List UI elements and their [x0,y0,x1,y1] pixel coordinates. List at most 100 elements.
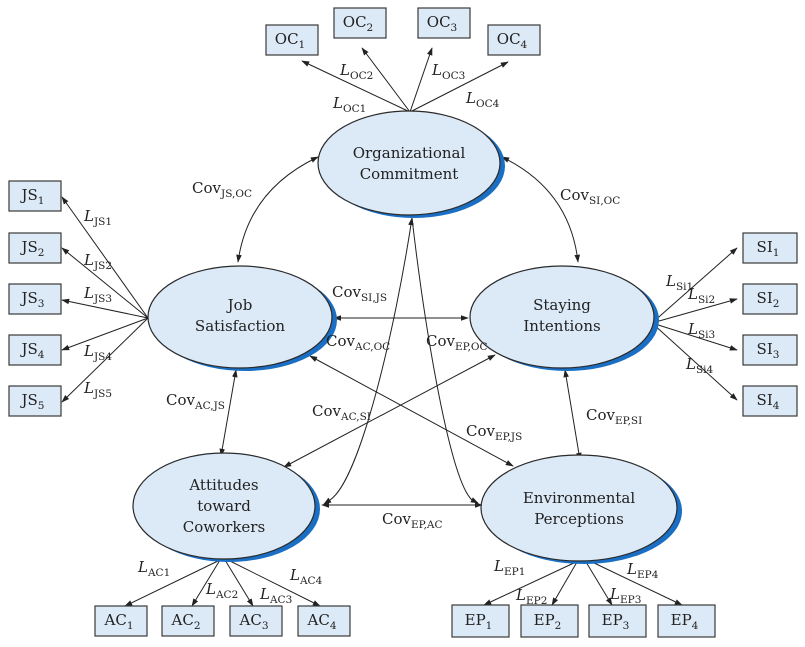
indicator-label-base: AC [307,611,330,629]
cov-arrow-ep-si[interactable] [563,369,582,461]
indicator-label: JS4 [20,340,45,361]
loading-label-js5: LJS5 [83,379,112,400]
indicator-ac4[interactable]: AC4 [297,605,351,637]
arrow-ac-ac2 [191,559,221,607]
indicator-box[interactable] [588,604,647,638]
loading-label-ac4-base: L [289,566,300,584]
covariance-arrows [219,156,582,508]
indicator-label-sub: 1 [486,620,493,632]
indicator-js5[interactable]: JS5 [8,385,62,417]
indicator-si2[interactable]: SI2 [742,283,798,315]
latent-oc-ellipse[interactable] [317,110,501,216]
indicator-oc3[interactable]: OC3 [417,7,471,39]
cov-label-ep-oc-base: Cov [426,332,456,350]
loading-label-si2-sub: Si2 [698,294,715,306]
loading-label-si1-base: L [665,272,676,290]
indicator-box[interactable] [8,283,62,315]
cov-arrow-ac-js[interactable] [219,369,238,457]
cov-label-ac-js-base: Cov [166,391,196,409]
cov-arrow-ep-oc[interactable] [411,217,479,504]
indicator-ac1[interactable]: AC1 [94,605,148,637]
indicator-si4[interactable]: SI4 [742,385,798,417]
cov-label-si-oc-sub: SI,OC [589,195,620,207]
latent-js-ellipse[interactable] [147,265,333,369]
indicator-box[interactable] [742,232,798,264]
latent-ep-ellipse[interactable] [480,454,678,562]
indicator-box[interactable] [333,7,387,39]
indicator-ac2[interactable]: AC2 [161,605,215,637]
cov-label-ep-si-base: Cov [586,406,616,424]
loading-label-ac1-base: L [137,558,148,576]
indicator-oc4[interactable]: OC4 [487,24,541,56]
indicator-box[interactable] [8,334,62,366]
indicator-label-base: EP [465,611,486,629]
loading-label-si3-sub: Si3 [698,329,715,341]
indicator-box[interactable] [229,605,283,637]
indicator-box[interactable] [742,334,798,366]
indicator-ep2[interactable]: EP2 [520,604,579,638]
loading-label-js2-base: L [83,251,94,269]
indicator-label-sub: 1 [299,39,306,51]
indicator-oc1[interactable]: OC1 [265,24,319,56]
indicator-ep4[interactable]: EP4 [657,604,716,638]
latent-js[interactable]: Job Satisfaction [147,265,337,371]
cov-label-ac-si: CovAC,SI [312,402,371,423]
arrow-si-si4 [651,322,738,401]
loading-label-oc3-base: L [431,61,442,79]
arrow-ac-ac1 [124,559,221,607]
indicator-box[interactable] [8,180,62,212]
indicator-box[interactable] [742,283,798,315]
latent-si[interactable]: Staying Intentions [469,265,659,371]
loading-label-ep4-sub: EP4 [637,569,659,581]
latent-js-label-2: Satisfaction [195,317,285,335]
indicator-label-base: OC [497,30,521,48]
indicator-label: AC3 [239,611,269,632]
loading-label-js1-base: L [83,207,94,225]
indicator-box[interactable] [297,605,351,637]
latent-ac[interactable]: Attitudes toward Coworkers [132,452,320,562]
indicator-ep3[interactable]: EP3 [588,604,647,638]
cov-label-ep-js-sub: EP,JS [495,431,522,443]
indicator-box[interactable] [8,232,62,264]
arrow-ac-ac3 [224,559,254,607]
latent-ac-ellipse[interactable] [132,452,316,560]
cov-arrow-ac-oc[interactable] [323,217,414,505]
indicator-label-sub: 5 [38,400,45,412]
indicator-js3[interactable]: JS3 [8,283,62,315]
indicator-si3[interactable]: SI3 [742,334,798,366]
indicator-label-sub: 4 [521,39,528,51]
indicator-oc2[interactable]: OC2 [333,7,387,39]
indicator-si1[interactable]: SI1 [742,232,798,264]
latent-ac-label-2: toward [197,497,251,515]
indicator-box[interactable] [742,385,798,417]
indicator-box[interactable] [161,605,215,637]
loading-label-js3-sub: JS3 [93,293,112,305]
indicator-label: EP4 [671,611,699,632]
cov-arrow-js-oc[interactable] [236,156,319,263]
indicator-box[interactable] [417,7,471,39]
indicator-js4[interactable]: JS4 [8,334,62,366]
cov-label-ep-js: CovEP,JS [466,422,522,443]
indicator-label: AC1 [104,611,134,632]
loading-label-ep3: LEP3 [609,585,641,606]
indicator-box[interactable] [487,24,541,56]
indicator-box[interactable] [520,604,579,638]
indicator-js1[interactable]: JS1 [8,180,62,212]
indicator-label-sub: 3 [38,298,45,310]
indicator-ac3[interactable]: AC3 [229,605,283,637]
indicator-js2[interactable]: JS2 [8,232,62,264]
cov-arrow-si-oc[interactable] [501,156,580,263]
indicator-box[interactable] [8,385,62,417]
indicator-box[interactable] [451,604,510,638]
loading-label-js4: LJS4 [83,342,112,363]
latent-si-ellipse[interactable] [469,265,655,369]
loading-label-ac3-base: L [259,585,270,603]
latent-oc[interactable]: Organizational Commitment [317,110,505,218]
indicator-label-sub: 4 [692,620,699,632]
indicator-label-base: JS [20,238,38,256]
indicator-box[interactable] [657,604,716,638]
indicator-box[interactable] [94,605,148,637]
indicator-box[interactable] [265,24,319,56]
indicator-ep1[interactable]: EP1 [451,604,510,638]
latent-ep[interactable]: Environmental Perceptions [480,454,682,564]
